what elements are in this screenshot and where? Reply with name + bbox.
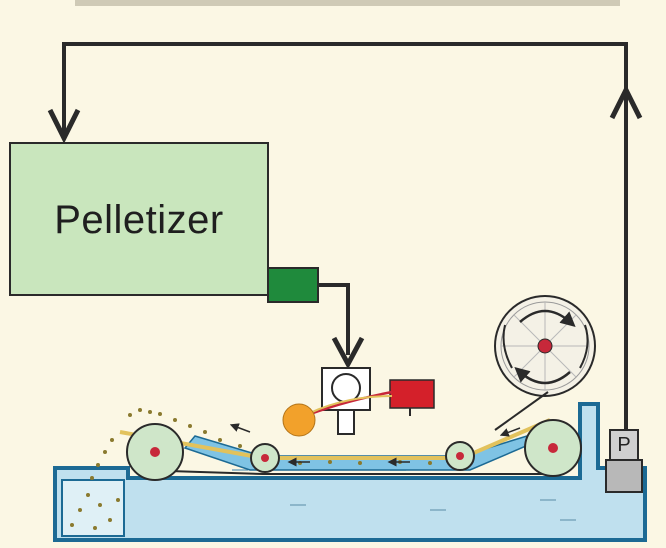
pelletizer-outlet [267,267,319,303]
red-actuator [389,379,435,409]
pellets [70,408,432,530]
up-arrow-icon [609,84,643,120]
water-tank [53,402,647,542]
collection-bin [61,479,125,537]
die-lens [331,373,361,403]
conveyor-bath [183,430,541,471]
roller-mid-right [445,441,475,471]
rotation-arrow-icon [514,309,576,385]
blade-guide [494,391,549,431]
pump-body [609,429,639,461]
conveyor-belt-top [119,418,551,460]
pump-base [605,459,643,493]
top-strip [75,0,620,6]
pelletizer-box [9,142,269,296]
down-arrow-icon [47,108,81,144]
return-line [62,42,628,415]
roller-mid-left [250,443,280,473]
conveyor-belt-bottom [137,469,548,475]
die-nozzle [337,409,355,435]
orange-ball [282,403,316,437]
down-arrow-icon [331,336,365,370]
roller-left [126,423,184,481]
roller-right [524,419,582,477]
feed-line [318,283,350,355]
left-arrow-icon [229,423,521,467]
